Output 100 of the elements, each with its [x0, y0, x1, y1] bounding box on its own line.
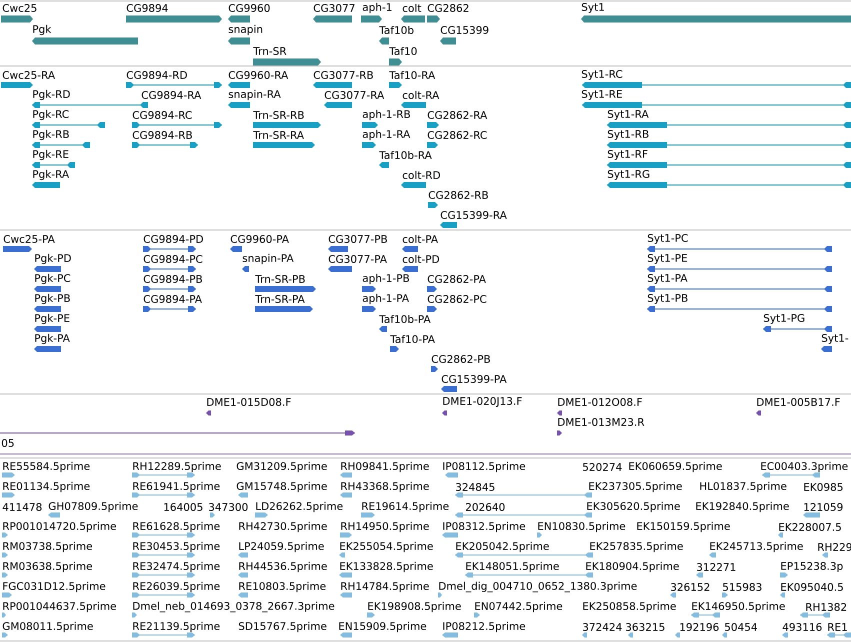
feature-label: Pgk-PD	[35, 254, 71, 264]
feature-label: Pgk-PA	[35, 334, 70, 344]
feature-label: Pgk-PC	[35, 274, 70, 284]
feature-label: colt-RD	[402, 170, 440, 180]
feature-label: EN10830.5prime	[538, 522, 626, 532]
feature-label: 05	[2, 439, 14, 447]
feature-label: Pgk-RA	[33, 170, 70, 180]
feature-label: RH42730.5prime	[239, 522, 327, 532]
feature-label: Syt1-PG	[764, 314, 804, 324]
feature-label: EC00403.3prime	[761, 462, 848, 472]
feature-label: EK095040.5	[781, 583, 843, 591]
feature-label: EK060659.5prime	[629, 462, 722, 472]
feature-label: Syt1-RC	[582, 70, 622, 80]
feature-label: CG9960-RA	[228, 71, 288, 79]
feature-label: CG9894	[126, 4, 168, 12]
feature-label: EK180904.5prime	[586, 562, 679, 572]
feature-label: RH14950.5prime	[341, 522, 429, 532]
feature-label: CG3077-PB	[328, 235, 387, 243]
feature-label: EK250858.5prime	[583, 602, 676, 612]
feature-label: CG9894-RC	[132, 111, 192, 119]
feature-label: EK0985	[804, 483, 843, 491]
feature-label: EK205042.5prime	[456, 542, 549, 552]
feature-label: 326152	[671, 583, 710, 591]
feature-label: EN07442.5prime	[475, 602, 562, 612]
feature-label: 515983	[723, 583, 762, 591]
feature-label: CG9960-PA	[230, 235, 289, 243]
feature-label: Taf10b-PA	[379, 314, 431, 324]
feature-label: RE61628.5prime	[133, 522, 220, 532]
feature-label: 312271	[697, 563, 736, 571]
feature-label: CG2862-RC	[428, 131, 487, 139]
feature-label: Syt1-RE	[582, 90, 622, 100]
feature-label: DME1-005B17.F	[757, 398, 840, 406]
feature-label: CG9960	[228, 4, 270, 12]
feature-label: DME1-015D08.F	[207, 398, 291, 406]
feature-label: Dmel_neb_014693_0378_2667.3prime	[133, 602, 334, 612]
feature-label: RP001044637.5prime	[3, 602, 116, 612]
feature-label: colt-PA	[402, 234, 438, 244]
feature-label: RH14784.5prime	[341, 582, 429, 592]
feature-label: EK198908.5prime	[368, 602, 461, 612]
feature-label: RH12289.5prime	[133, 462, 221, 472]
feature-label: CG2862-PB	[432, 355, 490, 363]
feature-label: RH43368.5prime	[341, 482, 429, 492]
feature-label: RE10803.5prime	[239, 582, 326, 592]
feature-label: RE61941.5prime	[133, 482, 220, 492]
feature-label: CG3077-RA	[324, 91, 384, 99]
feature-label: EK245713.5prime	[710, 542, 803, 552]
feature-label: CG9894-RD	[126, 71, 187, 79]
feature-label: LD26262.5prime	[256, 502, 343, 512]
feature-label: DME1-013M23.R	[558, 418, 644, 426]
feature-label: CG9894-PD	[144, 235, 203, 243]
feature-label: snapin-PA	[242, 254, 294, 264]
feature-label: Syt1-RA	[608, 110, 649, 120]
feature-label: CG3077-RB	[314, 71, 373, 79]
feature-label: SD15767.5prime	[238, 622, 326, 632]
feature-label: aph-1-PB	[362, 274, 410, 284]
feature-label: Syt1-	[822, 334, 848, 344]
feature-label: FGC031D12.5prime	[3, 582, 106, 592]
feature-label: Taf10	[389, 46, 417, 56]
feature-label: Trn-SR-PB	[255, 275, 305, 283]
feature-label: Cwc25	[2, 4, 36, 12]
feature-label: CG9894-PC	[144, 255, 202, 263]
feature-label: RM03738.5prime	[3, 542, 92, 552]
feature-label: Syt1-RF	[608, 150, 648, 160]
feature-label: 372424	[583, 623, 622, 631]
feature-label: Pgk	[33, 24, 52, 36]
feature-label: CG3077	[314, 4, 354, 12]
feature-label: DME1-020J13.F	[443, 397, 522, 407]
feature-label: LP24059.5prime	[239, 542, 324, 552]
feature-label: EK255054.5prime	[340, 542, 433, 552]
feature-label: Pgk-PE	[35, 314, 70, 324]
feature-label: IP08212.5prime	[443, 622, 526, 632]
feature-label: RH44536.5prime	[239, 562, 327, 572]
feature-label: RE21139.5prime	[133, 622, 220, 632]
feature-label: Trn-SR-RA	[253, 131, 304, 139]
feature-label: CG2862-RB	[428, 191, 488, 199]
feature-label: Syt1-RB	[608, 130, 648, 140]
feature-label: 121059	[804, 503, 843, 511]
feature-label: Cwc25-PA	[4, 235, 55, 243]
feature-label: Dmel_dig_004710_0652_1380.3prime	[439, 582, 637, 592]
feature-label: EK133828.5prime	[340, 562, 433, 572]
feature-label: 324845	[456, 483, 494, 491]
feature-label: Cwc25-RA	[2, 71, 56, 79]
feature-label: Syt1	[582, 3, 604, 13]
feature-label: EK305620.5prime	[587, 502, 680, 512]
feature-label: RH1382	[806, 603, 846, 611]
feature-label: RE55584.5prime	[3, 462, 90, 472]
feature-label: EK146950.5prime	[692, 602, 785, 612]
feature-label: RE19614.5prime	[362, 502, 449, 512]
feature-label: CG15399-PA	[442, 375, 507, 383]
feature-label: GM08011.5prime	[2, 622, 93, 632]
feature-label: EK192840.5prime	[696, 502, 789, 512]
feature-label: EK150159.5prime	[637, 522, 730, 532]
feature-label: Pgk-RB	[33, 130, 69, 140]
feature-label: RP001014720.5prime	[3, 522, 116, 532]
feature-label: GM31209.5prime	[236, 462, 327, 472]
feature-label: Pgk-RE	[33, 150, 68, 160]
feature-label: 202640	[466, 503, 505, 511]
feature-label: Syt1-PA	[648, 274, 688, 284]
feature-label: RE30453.5prime	[133, 542, 220, 552]
feature-label: Pgk-PB	[35, 294, 70, 304]
